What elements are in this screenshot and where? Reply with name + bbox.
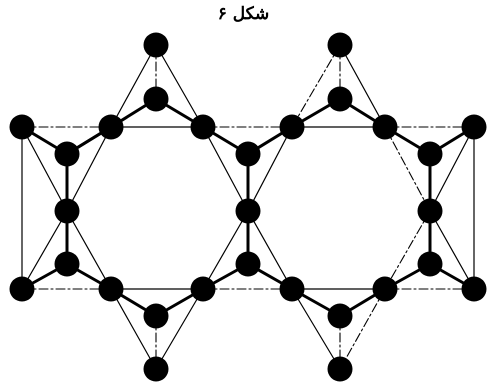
bond-line (66, 126, 112, 212)
bond-line (291, 44, 341, 128)
atom-node (417, 198, 443, 224)
atom-node (54, 251, 80, 277)
atom-node (327, 86, 353, 112)
bond-line (110, 288, 157, 370)
atom-node (235, 251, 261, 277)
atom-node (190, 276, 216, 302)
atom-node (372, 114, 398, 140)
bond-line (247, 126, 293, 212)
bond-line (21, 210, 68, 290)
atom-node (279, 276, 305, 302)
bond-line (247, 210, 293, 290)
atom-node (9, 276, 35, 302)
atom-node (235, 198, 261, 224)
atom-node (327, 303, 353, 329)
atom-node (417, 141, 443, 167)
atom-node (9, 114, 35, 140)
figure-caption: شکل ۶ (217, 4, 270, 24)
atom-node (327, 356, 353, 382)
bond-line (66, 210, 112, 290)
atom-node (143, 32, 169, 58)
bond-line (202, 126, 249, 212)
atom-node (279, 114, 305, 140)
atom-node (327, 32, 353, 58)
bond-line (339, 288, 386, 370)
bond-line (339, 44, 386, 128)
atom-node (417, 251, 443, 277)
atom-node (461, 276, 487, 302)
bond-line (21, 126, 68, 212)
atom-node (372, 276, 398, 302)
atom-node (143, 356, 169, 382)
atom-node (190, 114, 216, 140)
bond-line (155, 44, 204, 128)
bond-line (384, 126, 431, 212)
atom-node (235, 141, 261, 167)
atom-node (54, 141, 80, 167)
atom-node (54, 198, 80, 224)
atom-node (98, 114, 124, 140)
bond-line (155, 288, 204, 370)
atom-nodes (9, 32, 487, 382)
bond-line (429, 126, 475, 212)
atom-node (143, 303, 169, 329)
bond-line (384, 210, 431, 290)
bond-line (110, 44, 157, 128)
bond-line (429, 210, 475, 290)
atom-node (143, 86, 169, 112)
atom-node (98, 276, 124, 302)
atom-node (461, 114, 487, 140)
bond-line (202, 210, 249, 290)
bond-line (291, 288, 341, 370)
